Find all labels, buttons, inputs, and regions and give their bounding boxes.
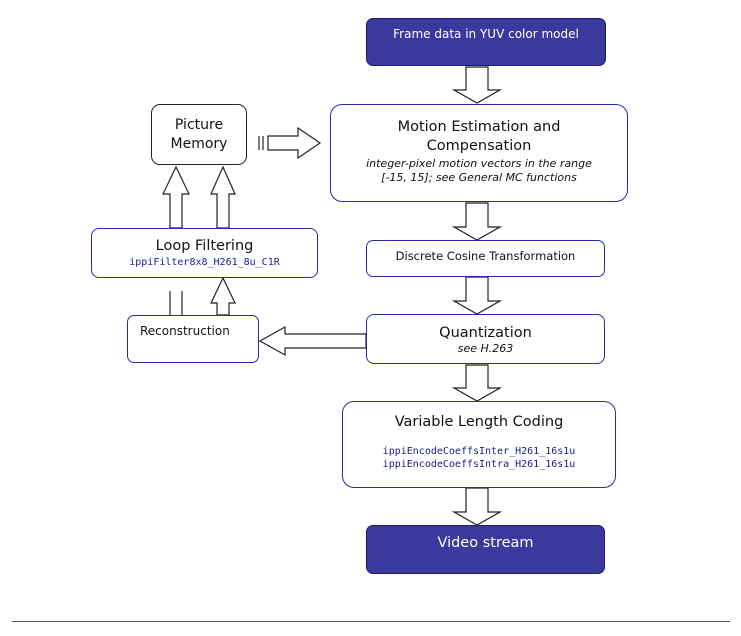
picture-memory-line1: Picture	[174, 117, 224, 133]
vlc-function-inter: ippiEncodeCoeffsInter_H261_16s1u	[382, 446, 576, 457]
loop-filtering-title: Loop Filtering	[155, 238, 254, 254]
picture-memory-line2: Memory	[170, 136, 228, 152]
arrow-recon-to-loop	[210, 276, 236, 316]
vlc-title: Variable Length Coding	[394, 414, 564, 430]
motion-estimation-box: Motion Estimation and Compensation integ…	[330, 104, 628, 202]
video-stream-label: Video stream	[437, 535, 534, 551]
arrow-quant-to-vlc	[451, 364, 503, 402]
frame-data-label: Frame data in YUV color model	[393, 27, 579, 41]
motion-note-line2: [-15, 15]; see General MC functions	[381, 171, 577, 184]
arrow-frame-to-motion	[451, 66, 503, 104]
arrow-loop-to-memory-right	[210, 165, 236, 229]
quantization-title: Quantization	[439, 325, 532, 341]
quantization-box: Quantization see H.263	[366, 314, 605, 364]
arrow-vlc-to-stream	[451, 487, 503, 526]
quantization-note: see H.263	[457, 342, 514, 355]
arrow-quant-to-recon	[258, 325, 367, 357]
reconstruction-label: Reconstruction	[140, 324, 230, 338]
loop-filtering-box: Loop Filtering ippiFilter8x8_H261_8u_C1R	[91, 228, 318, 278]
vlc-box: Variable Length Coding ippiEncodeCoeffsI…	[342, 401, 616, 488]
bottom-rule	[12, 621, 730, 622]
arrow-loop-to-memory-left	[162, 165, 190, 229]
picture-memory-box: Picture Memory	[151, 104, 247, 165]
arrow-motion-to-dct	[451, 202, 503, 241]
motion-note-line1: integer-pixel motion vectors in the rang…	[366, 157, 592, 170]
motion-title-line2: Compensation	[426, 138, 532, 154]
motion-title-line1: Motion Estimation and	[397, 119, 561, 135]
vlc-function-intra: ippiEncodeCoeffsIntra_H261_16s1u	[382, 459, 576, 470]
frame-data-box: Frame data in YUV color model	[366, 18, 606, 66]
video-stream-box: Video stream	[366, 525, 605, 574]
arrow-memory-to-motion	[267, 126, 322, 160]
dct-box: Discrete Cosine Transformation	[366, 240, 605, 277]
reconstruction-box: Reconstruction	[127, 315, 259, 363]
loop-filtering-function: ippiFilter8x8_H261_8u_C1R	[129, 257, 280, 268]
arrow-dct-to-quant	[451, 276, 503, 315]
dct-label: Discrete Cosine Transformation	[395, 249, 576, 263]
